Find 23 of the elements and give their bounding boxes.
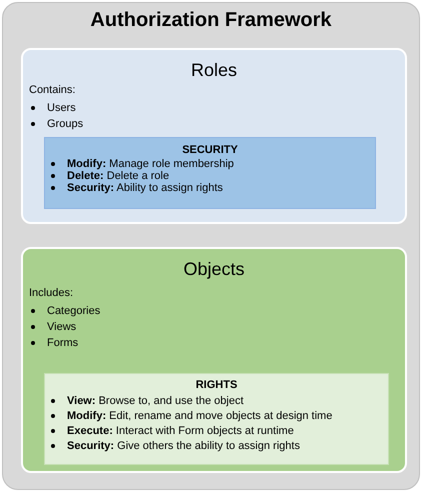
list-item-text: Categories [47, 305, 100, 317]
panel [21, 48, 407, 224]
list-item-text: Views [47, 321, 76, 333]
list-item-text: Users [47, 102, 76, 114]
list-item-text: Groups [47, 118, 84, 130]
list-item-text: Execute: Interact with Form objects at runtime [67, 425, 294, 437]
panel [44, 373, 389, 465]
panel [44, 137, 376, 209]
list-item-text: Security: Give others the ability to assign rights [67, 440, 300, 452]
list-item-text: Modify: Manage role membership [67, 158, 234, 170]
list-item-text: View: Browse to, and use the object [67, 395, 244, 407]
list-item-text: Modify: Edit, rename and move objects at design time [67, 410, 332, 422]
panel-heading: Objects [182, 259, 246, 280]
intro-text: Contains: [29, 84, 76, 96]
list-item-text: Delete: Delete a role [67, 170, 170, 182]
panel-heading: Roles [190, 60, 238, 81]
list-item-text: Forms [47, 337, 78, 349]
panel-heading: Authorization Framework [89, 9, 333, 32]
intro-text: Includes: [29, 287, 74, 299]
panel-heading: SECURITY [181, 144, 239, 156]
panel [21, 247, 407, 473]
list-item-text: Security: Ability to assign rights [67, 182, 223, 194]
panel-heading: RIGHTS [194, 379, 238, 391]
